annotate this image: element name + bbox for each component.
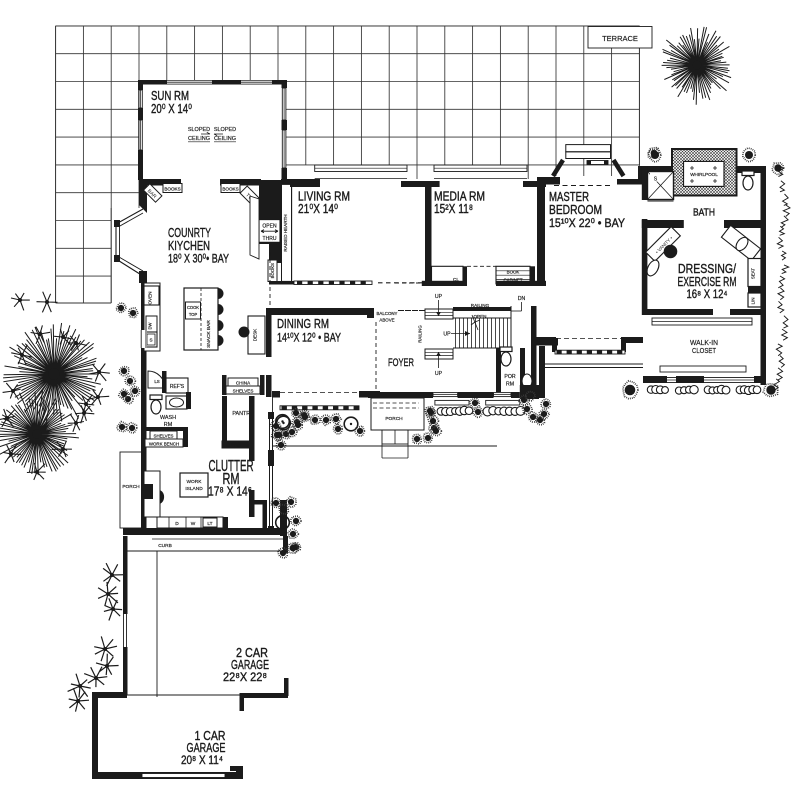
svg-text:SLOPED: SLOPED xyxy=(188,127,210,133)
svg-text:OVEN: OVEN xyxy=(148,291,153,304)
svg-text:S: S xyxy=(654,177,658,183)
svg-text:22⁸X 22⁸: 22⁸X 22⁸ xyxy=(223,670,267,684)
svg-text:SEAT: SEAT xyxy=(751,268,756,279)
svg-text:LIVING RM: LIVING RM xyxy=(298,189,350,204)
svg-text:CHINA: CHINA xyxy=(236,381,251,386)
svg-text:OPEN: OPEN xyxy=(262,224,277,230)
svg-text:RAILING: RAILING xyxy=(418,325,423,343)
svg-text:RM: RM xyxy=(164,422,173,428)
svg-text:CL: CL xyxy=(453,277,459,283)
svg-text:BAR: BAR xyxy=(146,188,158,200)
svg-text:CABINET: CABINET xyxy=(503,278,522,283)
svg-text:RAISED HEARTH: RAISED HEARTH xyxy=(283,214,288,251)
svg-text:SNACK BAR: SNACK BAR xyxy=(206,320,212,348)
svg-text:UP: UP xyxy=(435,371,443,377)
svg-text:PORCH: PORCH xyxy=(122,484,140,490)
svg-text:GARAGE: GARAGE xyxy=(187,740,226,755)
svg-text:TV: TV xyxy=(244,192,253,201)
svg-text:WORK BENCH: WORK BENCH xyxy=(149,442,179,447)
svg-text:BEDROOM: BEDROOM xyxy=(549,202,602,217)
svg-text:UP: UP xyxy=(435,294,443,300)
svg-text:EXERCISE RM: EXERCISE RM xyxy=(678,275,737,289)
svg-text:FOYER: FOYER xyxy=(388,357,414,369)
svg-text:REF'S: REF'S xyxy=(170,384,185,390)
svg-text:TERRACE: TERRACE xyxy=(602,34,638,43)
svg-text:CLUTTER: CLUTTER xyxy=(209,458,254,475)
svg-text:DRESSING/: DRESSING/ xyxy=(678,262,736,276)
svg-text:TOP: TOP xyxy=(189,312,198,317)
svg-text:LS: LS xyxy=(154,379,159,384)
svg-text:POR: POR xyxy=(504,374,515,380)
svg-text:PANTRY: PANTRY xyxy=(232,411,254,417)
svg-text:20⁰ X 14⁰: 20⁰ X 14⁰ xyxy=(151,102,192,116)
svg-text:CEILING: CEILING xyxy=(214,136,236,142)
svg-text:18⁰ X 30⁰• BAY: 18⁰ X 30⁰• BAY xyxy=(168,252,229,266)
svg-text:RM: RM xyxy=(223,471,240,488)
svg-text:BOOKS: BOOKS xyxy=(164,187,180,192)
svg-text:ABOVE: ABOVE xyxy=(379,318,394,323)
svg-text:RAILING: RAILING xyxy=(471,303,490,308)
svg-text:WASH: WASH xyxy=(160,415,176,421)
svg-text:SHELVES: SHELVES xyxy=(154,434,174,439)
svg-text:DESK: DESK xyxy=(253,328,258,341)
svg-text:PORCH: PORCH xyxy=(385,416,403,422)
svg-text:1 CAR: 1 CAR xyxy=(195,728,226,743)
svg-text:SLOPED: SLOPED xyxy=(214,127,236,133)
svg-text:S: S xyxy=(149,338,152,343)
svg-text:15²X 11⁸: 15²X 11⁸ xyxy=(434,202,473,216)
svg-text:COOK: COOK xyxy=(187,305,199,310)
svg-text:D: D xyxy=(175,521,179,527)
svg-text:THRU: THRU xyxy=(263,236,277,242)
svg-text:BOOKS: BOOKS xyxy=(270,263,275,278)
svg-text:21⁰X 14⁰: 21⁰X 14⁰ xyxy=(298,202,338,216)
svg-text:CEILING: CEILING xyxy=(188,136,210,142)
svg-text:15¹⁰X 22⁰ • BAY: 15¹⁰X 22⁰ • BAY xyxy=(549,216,625,230)
svg-text:16⁸ X 12⁴: 16⁸ X 12⁴ xyxy=(687,289,728,301)
svg-text:BOOK: BOOK xyxy=(507,270,520,275)
svg-text:DW: DW xyxy=(148,322,153,329)
svg-text:UP: UP xyxy=(443,332,451,338)
svg-text:W: W xyxy=(191,521,196,527)
svg-text:20⁸ X 11⁴: 20⁸ X 11⁴ xyxy=(181,753,223,767)
svg-text:COUNRTY: COUNRTY xyxy=(168,225,211,240)
svg-text:SUN RM: SUN RM xyxy=(151,88,189,103)
svg-text:14¹⁰X 12⁰ • BAY: 14¹⁰X 12⁰ • BAY xyxy=(277,331,341,345)
svg-text:DN: DN xyxy=(518,296,526,302)
svg-text:MEDIA RM: MEDIA RM xyxy=(434,189,485,204)
svg-text:ISLAND: ISLAND xyxy=(185,486,203,492)
svg-text:CURB: CURB xyxy=(158,543,172,549)
svg-text:2 CAR: 2 CAR xyxy=(236,645,268,660)
svg-text:17⁸ X 14⁶: 17⁸ X 14⁶ xyxy=(208,485,252,499)
svg-text:FREEZER: FREEZER xyxy=(232,442,252,447)
svg-text:LIN: LIN xyxy=(751,298,756,305)
svg-text:SHELVES: SHELVES xyxy=(233,389,254,394)
svg-text:BOOKS: BOOKS xyxy=(222,187,238,192)
svg-text:WORK: WORK xyxy=(187,479,203,485)
svg-text:BALCONY: BALCONY xyxy=(377,311,398,316)
svg-text:WALK-IN: WALK-IN xyxy=(690,340,718,347)
svg-text:LT: LT xyxy=(207,521,212,527)
svg-text:CLOSET: CLOSET xyxy=(692,348,717,355)
svg-text:MASTER: MASTER xyxy=(549,189,589,204)
svg-text:KIYCHEN: KIYCHEN xyxy=(168,238,210,253)
svg-text:GARAGE: GARAGE xyxy=(231,657,269,672)
svg-text:RM: RM xyxy=(506,382,514,388)
svg-text:WHIRLPOOL: WHIRLPOOL xyxy=(690,172,718,177)
svg-text:OPEN: OPEN xyxy=(473,314,486,319)
svg-text:DINING RM: DINING RM xyxy=(277,316,329,331)
svg-text:BATH: BATH xyxy=(693,208,715,219)
